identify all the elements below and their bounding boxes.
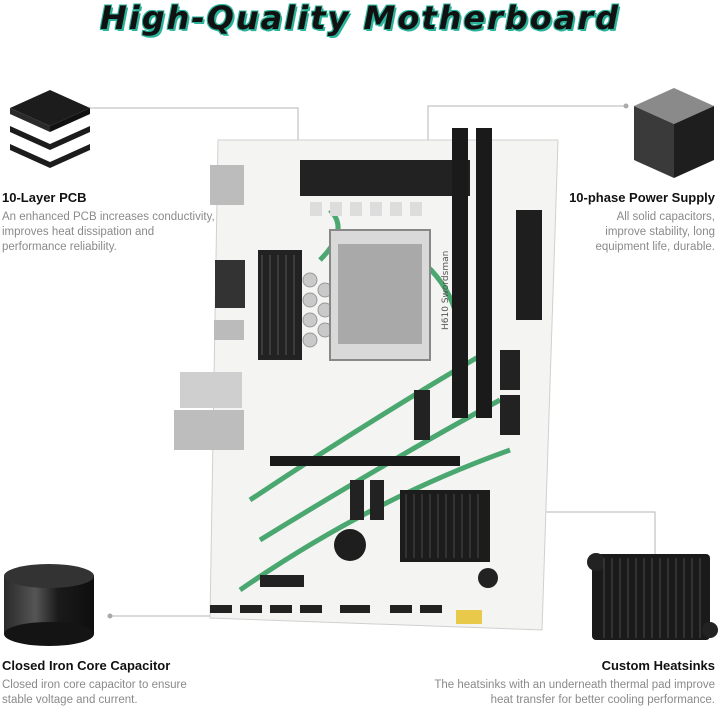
m2-slot-3 xyxy=(370,480,384,520)
pcie-x1-slot xyxy=(260,575,304,587)
heatsink-feature-desc: The heatsinks with an underneath thermal… xyxy=(434,679,715,706)
usb-port-block xyxy=(210,165,244,205)
vrm-heatsink xyxy=(258,250,302,360)
cylinder-icon xyxy=(4,564,94,646)
hdmi-port xyxy=(214,320,244,340)
pcb-feature-title: 10-Layer PCB xyxy=(2,190,87,205)
heatsink-icon xyxy=(587,553,718,640)
cube-icon xyxy=(634,88,714,178)
layers-icon xyxy=(10,90,90,168)
ram-slot-1 xyxy=(452,128,468,418)
m2-slot xyxy=(414,390,430,440)
page-title: High-Quality Motherboard xyxy=(99,0,621,37)
m2-slot-2 xyxy=(350,480,364,520)
buzzer xyxy=(478,568,498,588)
ram-slot-2 xyxy=(476,128,492,418)
top-vrm-heatsink xyxy=(300,160,470,196)
board-model-label: H610 Swordsman xyxy=(441,251,451,330)
sata-port-2 xyxy=(500,395,520,435)
capacitor-feature-desc: Closed iron core capacitor to ensure sta… xyxy=(2,679,187,706)
pcie-x16-slot xyxy=(270,456,460,466)
capacitor-feature-title: Closed Iron Core Capacitor xyxy=(2,658,171,673)
vga-port xyxy=(215,260,245,308)
power-feature-desc: All solid capacitors, improve stability,… xyxy=(595,211,715,253)
motherboard-illustration: H610 Swordsman xyxy=(174,128,559,631)
usb3-port xyxy=(174,410,244,450)
cpu-socket-plate xyxy=(338,244,422,344)
power-feature-title: 10-phase Power Supply xyxy=(569,190,715,205)
ethernet-port xyxy=(180,372,242,408)
chipset-heatsink xyxy=(400,490,490,562)
heatsink-feature-title: Custom Heatsinks xyxy=(601,658,715,673)
sata-port-1 xyxy=(500,350,520,390)
atx-power-connector xyxy=(516,210,542,320)
pcb-feature-desc: An enhanced PCB increases conductivity, … xyxy=(2,211,215,253)
front-panel-header xyxy=(456,610,482,624)
cmos-battery xyxy=(334,529,366,561)
